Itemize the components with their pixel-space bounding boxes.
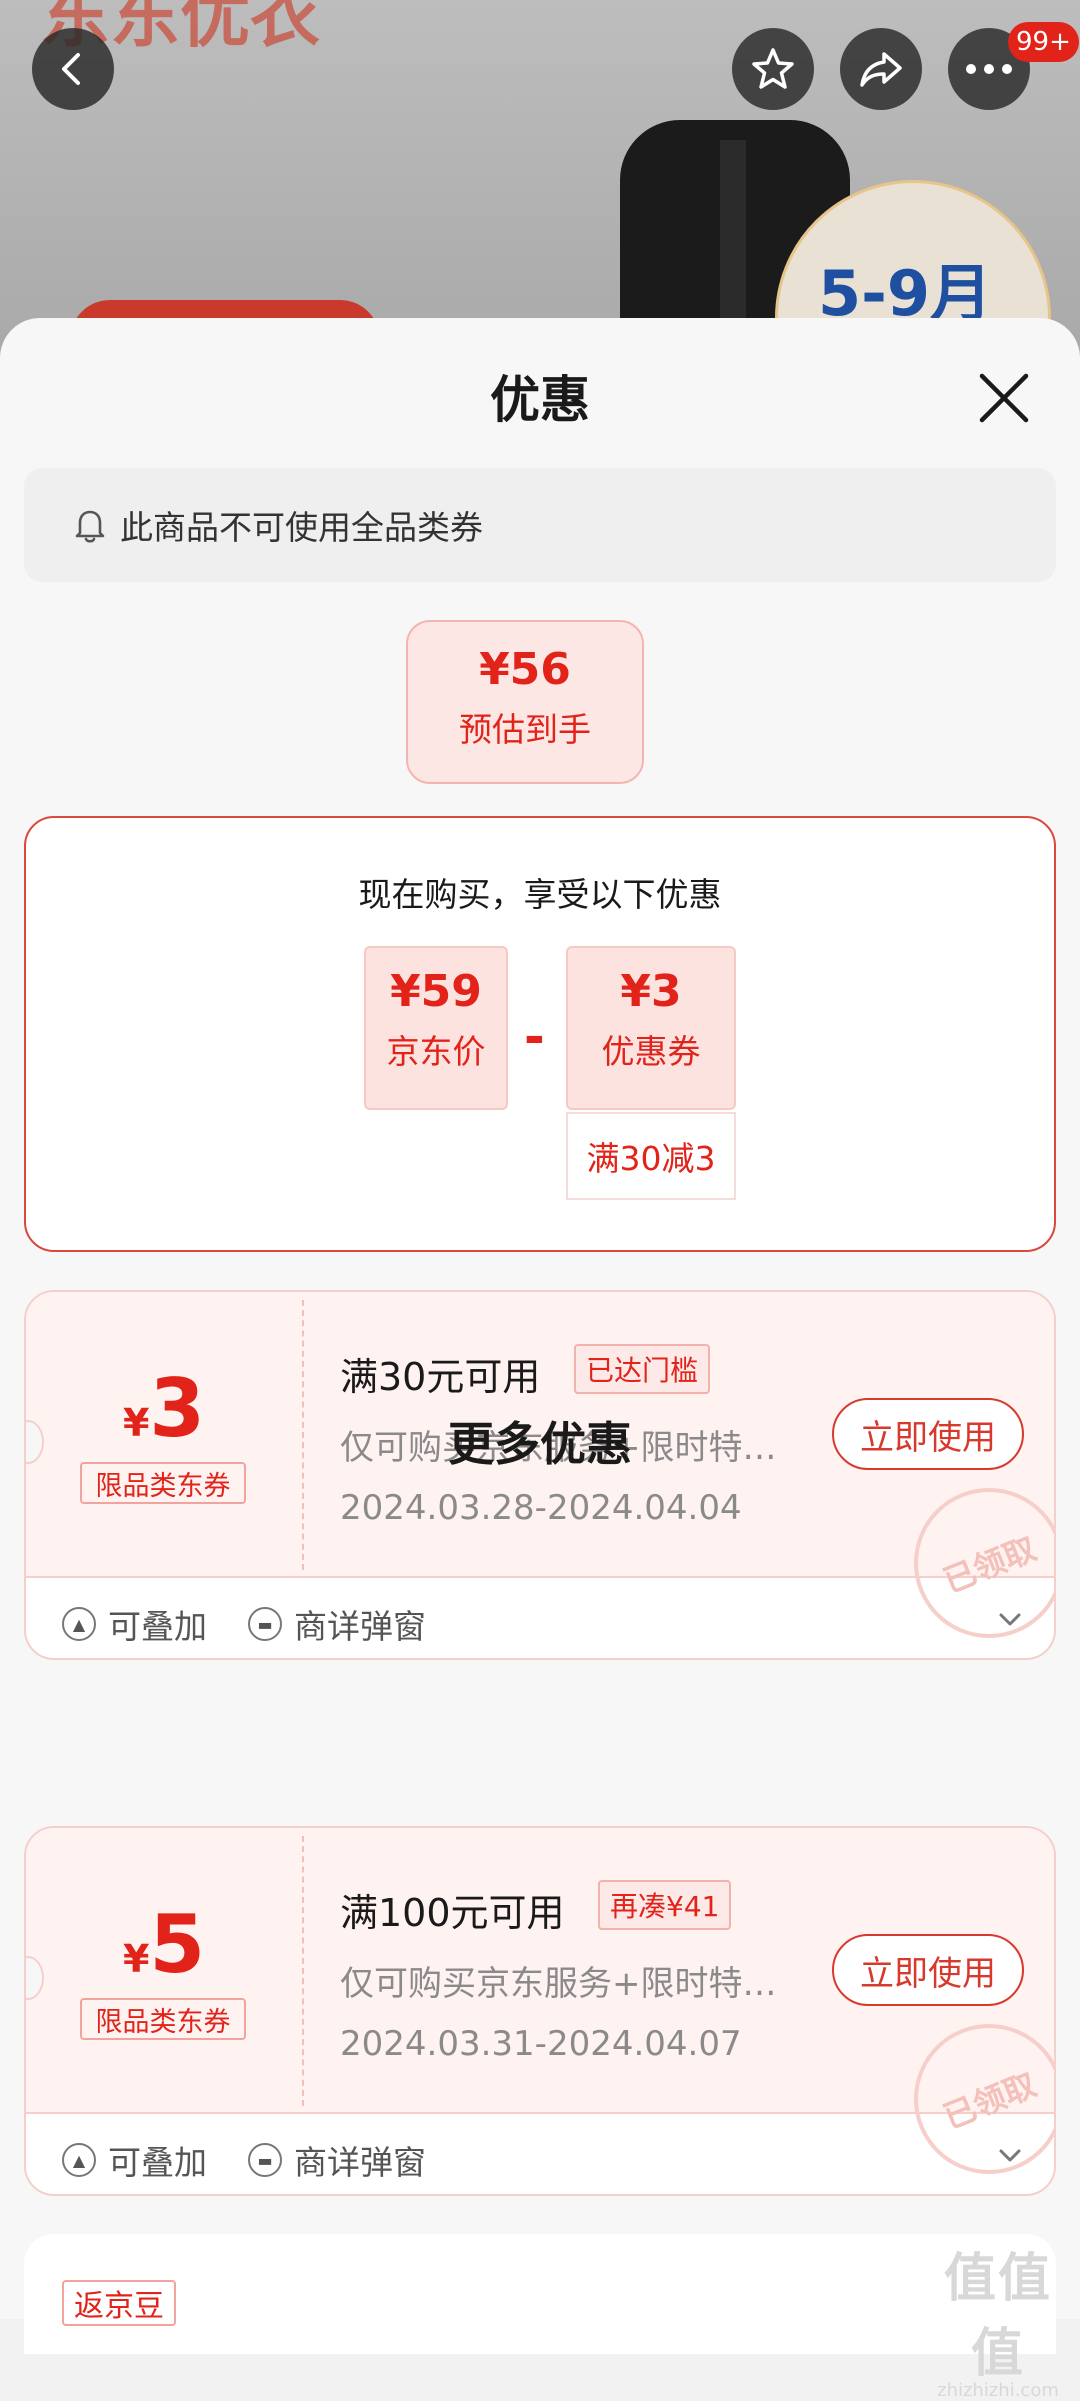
- jd-price: ¥59: [390, 966, 482, 1017]
- expand-button[interactable]: [994, 2140, 1026, 2176]
- chevron-down-icon: [999, 2149, 1021, 2162]
- estimated-label: 预估到手: [459, 710, 591, 749]
- popup-icon: ▬: [248, 1607, 282, 1641]
- coupon-condition: 满30元可用: [340, 1355, 541, 1399]
- stackable-tag: ▲可叠加: [62, 2136, 207, 2184]
- coupon-footer: ▲可叠加 ▬商详弹窗: [26, 1578, 1054, 1658]
- favorite-button[interactable]: [732, 28, 814, 110]
- coupon-rule: 满30减3: [566, 1112, 736, 1200]
- coupon-card: ¥3 限品类东券 满30元可用 已达门槛 仅可购买京东服务+限时特… 2024.…: [24, 1290, 1056, 1660]
- message-count-badge: 99+: [1008, 22, 1079, 62]
- star-icon: [752, 48, 794, 89]
- coupon-price-box: ¥3 优惠券: [566, 946, 736, 1110]
- estimated-price: ¥56: [479, 644, 571, 695]
- coupon-description: 仅可购买京东服务+限时特…: [340, 1964, 777, 2004]
- coupon-main: ¥5 限品类东券 满100元可用 再凑¥41 仅可购买京东服务+限时特… 202…: [26, 1828, 1054, 2194]
- coupon-type: 限品类东券: [80, 1998, 246, 2040]
- back-icon: [62, 53, 80, 85]
- stack-icon: ▲: [62, 2143, 96, 2177]
- calc-title: 现在购买，享受以下优惠: [358, 875, 722, 914]
- coupon-condition: 满100元可用: [340, 1891, 565, 1935]
- coupon-divider: [302, 1300, 304, 1570]
- threshold-chip: 再凑¥41: [598, 1880, 732, 1930]
- coupon-main: ¥3 限品类东券 满30元可用 已达门槛 仅可购买京东服务+限时特… 2024.…: [26, 1292, 1054, 1658]
- close-icon: [979, 373, 1029, 423]
- price-calculation: 现在购买，享受以下优惠 ¥59 京东价 - ¥3 优惠券 满30减3: [24, 816, 1056, 1252]
- coupon-date: 2024.03.28-2024.04.04: [340, 1488, 742, 1528]
- share-button[interactable]: [840, 28, 922, 110]
- more-icon: [966, 64, 1012, 74]
- bell-icon: [75, 510, 105, 543]
- coupon-amount: ¥5: [122, 1898, 206, 1991]
- jd-bean-card: 返京豆: [24, 2234, 1056, 2354]
- popup-icon: ▬: [248, 2143, 282, 2177]
- use-now-button[interactable]: 立即使用: [832, 1934, 1024, 2006]
- close-button[interactable]: [970, 364, 1038, 432]
- share-icon: [860, 52, 902, 87]
- use-now-button[interactable]: 立即使用: [832, 1398, 1024, 1470]
- expand-button[interactable]: [994, 1604, 1026, 1640]
- coupon-footer: ▲可叠加 ▬商详弹窗: [26, 2114, 1054, 2194]
- coupon-notice: 此商品不可使用全品类券: [24, 468, 1056, 582]
- threshold-chip: 已达门槛: [574, 1344, 711, 1394]
- more-offers-title: 更多优惠: [448, 1417, 632, 1471]
- coupon-card: ¥5 限品类东券 满100元可用 再凑¥41 仅可购买京东服务+限时特… 202…: [24, 1826, 1056, 2196]
- estimated-price-box: ¥56 预估到手: [406, 620, 644, 784]
- popup-tag: ▬商详弹窗: [248, 1600, 426, 1648]
- notice-text: 此商品不可使用全品类券: [120, 508, 483, 547]
- stack-icon: ▲: [62, 1607, 96, 1641]
- coupon-price: ¥3: [620, 966, 682, 1017]
- jd-price-label: 京东价: [386, 1032, 486, 1071]
- back-button[interactable]: [32, 28, 114, 110]
- coupon-amount: ¥3: [122, 1362, 206, 1455]
- coupon-price-label: 优惠券: [601, 1032, 701, 1071]
- coupon-date: 2024.03.31-2024.04.07: [340, 2024, 742, 2064]
- minus-sign: -: [524, 1008, 545, 1066]
- stackable-tag: ▲可叠加: [62, 1600, 207, 1648]
- coupon-divider: [302, 1836, 304, 2106]
- jd-bean-tag: 返京豆: [62, 2280, 176, 2326]
- jd-price-box: ¥59 京东价: [364, 946, 508, 1110]
- coupon-type: 限品类东券: [80, 1462, 246, 1504]
- popup-tag: ▬商详弹窗: [248, 2136, 426, 2184]
- chevron-down-icon: [999, 1613, 1021, 1626]
- sheet-title: 优惠: [490, 371, 590, 429]
